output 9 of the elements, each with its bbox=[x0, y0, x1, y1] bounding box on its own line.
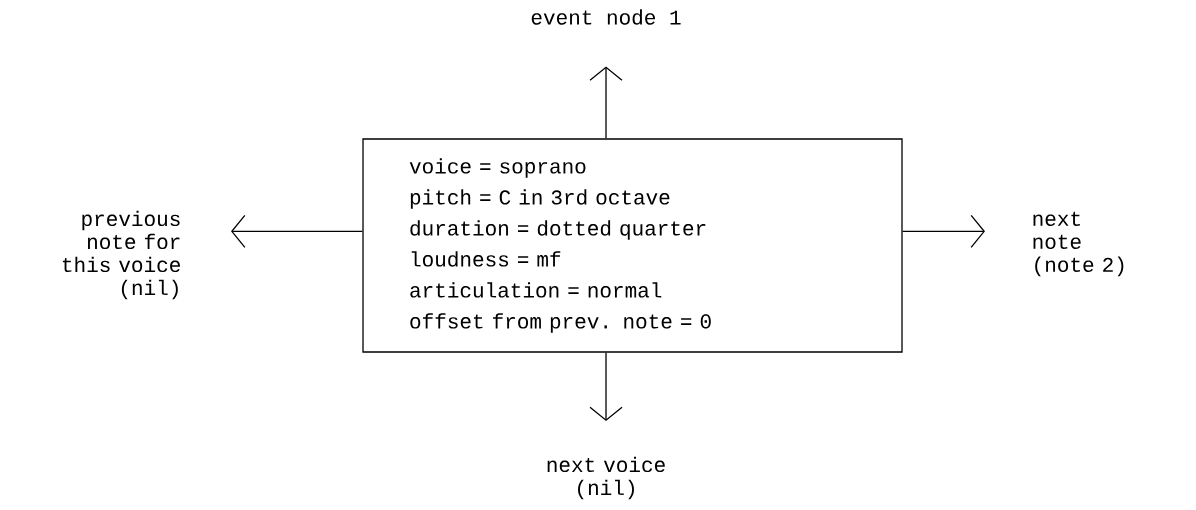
node-label: previous note for this voice (nil) bbox=[62, 210, 180, 300]
record-box: voice = soprano pitch = C in 3rd octave duration = dotted quarter loudness = mf articulation = normal offset from prev. note = 0 bbox=[362, 138, 903, 353]
arrow bbox=[589, 66, 623, 139]
node-label: event node 1 bbox=[531, 9, 681, 25]
node-label: next voice (nil) bbox=[547, 456, 665, 500]
arrow bbox=[231, 214, 363, 248]
arrow bbox=[589, 352, 623, 422]
arrow bbox=[902, 214, 985, 248]
node-label: next note (note 2) bbox=[1033, 211, 1124, 277]
